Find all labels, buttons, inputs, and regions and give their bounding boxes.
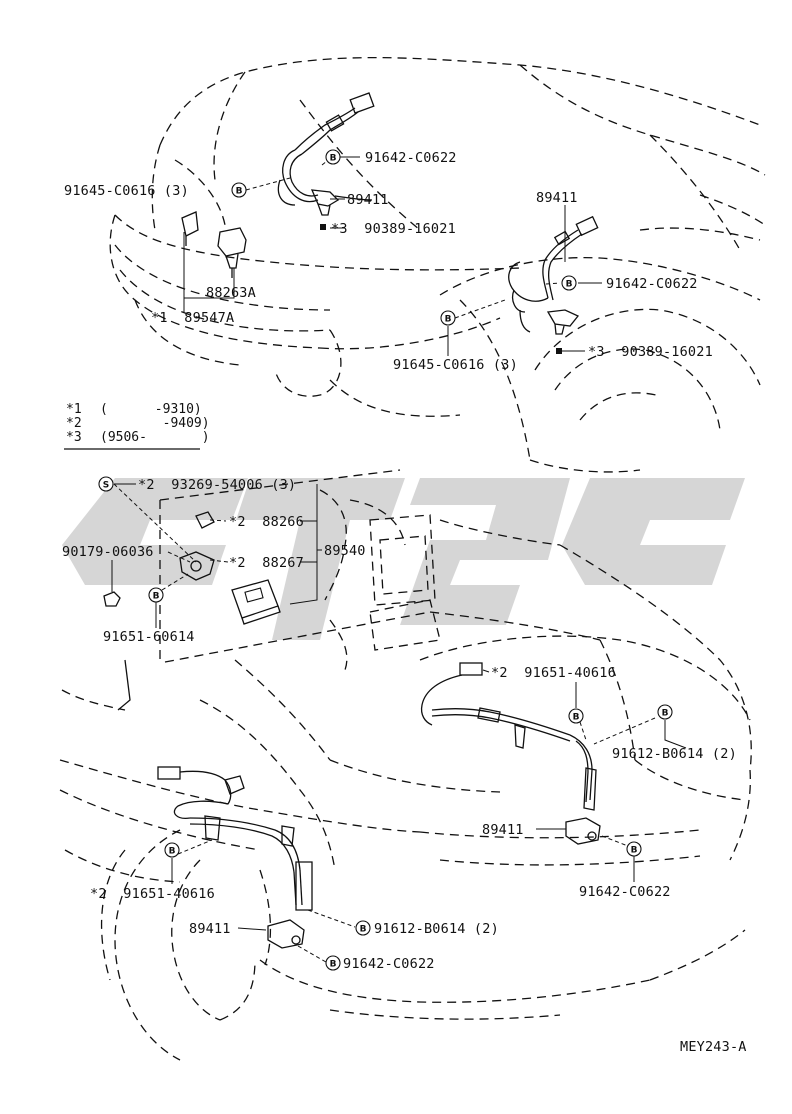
- leader-lines: [111, 156, 687, 963]
- front-body-outline: [109, 56, 766, 473]
- screw-icon: S: [98, 476, 114, 492]
- label-rear-left-bolt2: 91642-C0622: [343, 956, 435, 972]
- diagram-code: MEY243-A: [680, 1039, 747, 1055]
- svg-text:S: S: [103, 481, 109, 491]
- label-rear-left-bolt: 91612-B0614 (2): [374, 921, 499, 937]
- applicability-notes: *1 ( -9310) *2 -9409) *3 (9506- ): [64, 402, 210, 450]
- label-relay-bracket: *1 89547A: [151, 310, 234, 326]
- clip-icon-mid: [556, 348, 562, 354]
- bolt-icon-mid-right: B: [561, 275, 577, 291]
- label-top-sensor: 89411: [347, 192, 389, 208]
- svg-text:B: B: [631, 846, 638, 856]
- label-rear-right-bolt: 91612-B0614 (2): [612, 746, 737, 762]
- label-mid-sensor: 89411: [536, 190, 578, 206]
- bolt-icon-ecu: B: [148, 587, 164, 603]
- label-bracket-2: *2 88266: [229, 514, 304, 530]
- bolt-icon-rear-left-sensor: B: [325, 955, 341, 971]
- front-left-sensor-harness: [277, 92, 375, 216]
- bolt-icon-top-right: B: [325, 149, 341, 165]
- rear-left-sensor-harness: [157, 766, 313, 949]
- svg-text:B: B: [330, 960, 337, 970]
- bolt-icon-top-left: B: [231, 182, 247, 198]
- label-nut-part: 90179-06036: [62, 544, 154, 560]
- bolt-icon-rear-right-sensor: B: [626, 841, 642, 857]
- svg-text:B: B: [330, 154, 337, 164]
- clip-icon-top: [320, 224, 326, 230]
- svg-text:B: B: [445, 315, 452, 325]
- note-range-3: (9506- ): [100, 430, 210, 445]
- ecu-bracket: [179, 511, 215, 581]
- bolt-icon-rear-right-wire: B: [568, 708, 584, 724]
- label-rear-left-wire-bolt: *2 91651-40616: [90, 886, 215, 902]
- label-ecu: 89540: [324, 543, 366, 559]
- bolt-icon-rear-left-wire: B: [164, 842, 180, 858]
- svg-text:B: B: [236, 187, 243, 197]
- svg-text:B: B: [573, 713, 580, 723]
- rear-body-outline: [59, 544, 752, 1061]
- bolt-icon-rear-left-bracket: B: [355, 920, 371, 936]
- svg-text:B: B: [169, 847, 176, 857]
- rear-right-sensor-harness: [420, 662, 601, 845]
- nut-90179: [103, 591, 121, 607]
- label-relay: 88263A: [206, 285, 256, 301]
- bolt-icon-rear-right-bracket: B: [657, 704, 673, 720]
- label-rear-right-sensor: 89411: [482, 822, 524, 838]
- watermark-logo: [62, 478, 745, 640]
- svg-text:B: B: [662, 709, 669, 719]
- label-rear-right-wire-bolt: *2 91651-40616: [491, 665, 616, 681]
- label-screw-part: *2 93269-54006 (3): [138, 477, 296, 493]
- note-mark-3: *3: [66, 430, 82, 445]
- label-rear-left-sensor: 89411: [189, 921, 231, 937]
- interior-body-outline: [61, 469, 601, 711]
- svg-text:B: B: [566, 280, 573, 290]
- label-ecu-bracket: *2 88267: [229, 555, 304, 571]
- svg-text:B: B: [360, 925, 367, 935]
- note-mark-1: *1: [66, 402, 82, 417]
- front-right-sensor-harness: [508, 215, 599, 335]
- svg-text:B: B: [153, 592, 160, 602]
- label-top-clip: *3 90389-16021: [331, 221, 456, 237]
- label-mid-bolt: 91642-C0622: [606, 276, 698, 292]
- note-mark-2: *2: [66, 416, 82, 431]
- label-mid-bolt-lower: 91645-C0616 (3): [393, 357, 518, 373]
- note-range-1: ( -9310): [100, 402, 202, 417]
- ecu-89540: [231, 579, 281, 625]
- part-labels: 91645-C0616 (3) 91642-C0622 89411 *3 903…: [62, 150, 747, 1055]
- label-mid-clip: *3 90389-16021: [588, 344, 713, 360]
- relay-88263a: [181, 211, 247, 278]
- label-top-bolt-right: 91642-C0622: [365, 150, 457, 166]
- label-ecu-bolt: 91651-60614: [103, 629, 195, 645]
- label-top-left-bolt: 91645-C0616 (3): [64, 183, 189, 199]
- label-rear-right-bolt2: 91642-C0622: [579, 884, 671, 900]
- bolt-icon-mid-lower: B: [440, 310, 456, 326]
- note-range-2: -9409): [100, 416, 210, 431]
